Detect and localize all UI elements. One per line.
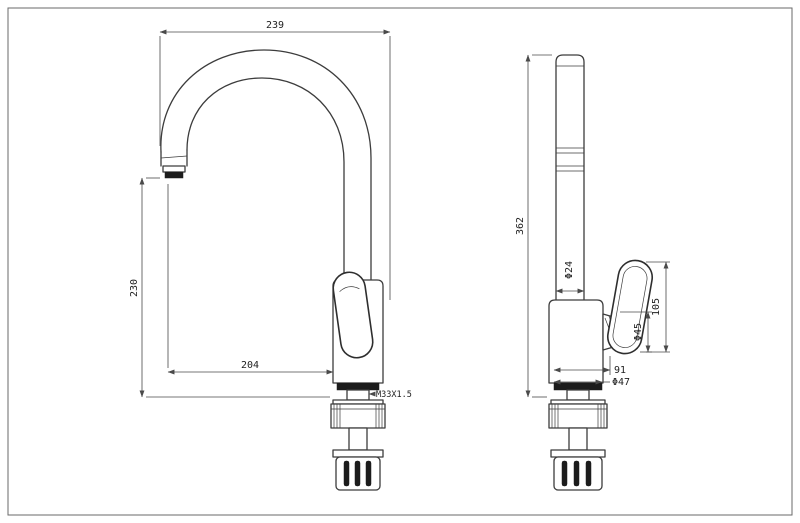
dim-91-label: 91 xyxy=(614,365,626,376)
handle-lever-front xyxy=(332,271,374,359)
thread-label: M33X1.5 xyxy=(376,390,412,400)
dim-spout-reach: 204 xyxy=(167,184,334,375)
dim-239-label: 239 xyxy=(266,20,284,31)
thread-callout: M33X1.5 xyxy=(368,390,412,400)
rib-nut-lip-side xyxy=(550,449,606,458)
side-view: 362 Φ24 105 Φ45 91 xyxy=(515,54,670,491)
knurled-nut-side xyxy=(548,403,608,429)
mounting-stack-side xyxy=(548,382,608,491)
dim-handle-diameter: Φ45 xyxy=(620,311,652,353)
dim-phi24-label: Φ24 xyxy=(564,261,575,279)
knurled-nut xyxy=(330,403,386,429)
aerator-tip xyxy=(164,171,184,179)
dim-105-label: 105 xyxy=(651,298,662,316)
dim-overall-reach: 239 xyxy=(159,20,391,300)
dim-spout-height: 230 xyxy=(129,177,330,398)
dim-tube-diameter: Φ24 xyxy=(555,261,585,294)
lower-shank xyxy=(348,427,368,451)
threaded-shank-side xyxy=(566,389,590,401)
drawing-frame xyxy=(7,7,793,516)
spout-tube-side xyxy=(555,54,585,301)
spout-gooseneck xyxy=(160,49,372,283)
dim-230-label: 230 xyxy=(129,279,140,297)
aerator-ring xyxy=(162,165,186,173)
base-flange xyxy=(336,382,380,391)
front-view: 239 230 204 M33X1.5 xyxy=(129,20,412,491)
dim-overall-height: 362 xyxy=(515,54,552,398)
dim-204-label: 204 xyxy=(241,360,259,371)
dim-phi47-label: Φ47 xyxy=(612,377,630,388)
dim-base-diameter: Φ47 xyxy=(553,377,630,388)
dim-body-depth: 91 xyxy=(553,356,626,376)
threaded-shank xyxy=(346,389,370,401)
base-flange-side xyxy=(553,382,603,391)
dim-362-label: 362 xyxy=(515,217,526,235)
lower-shank-side xyxy=(568,427,588,451)
mounting-stack-front xyxy=(330,382,386,491)
rib-nut-lip xyxy=(332,449,384,458)
handle-lever-side xyxy=(606,259,654,355)
dim-phi45-label: Φ45 xyxy=(633,323,644,341)
faucet-body-side xyxy=(548,299,604,384)
